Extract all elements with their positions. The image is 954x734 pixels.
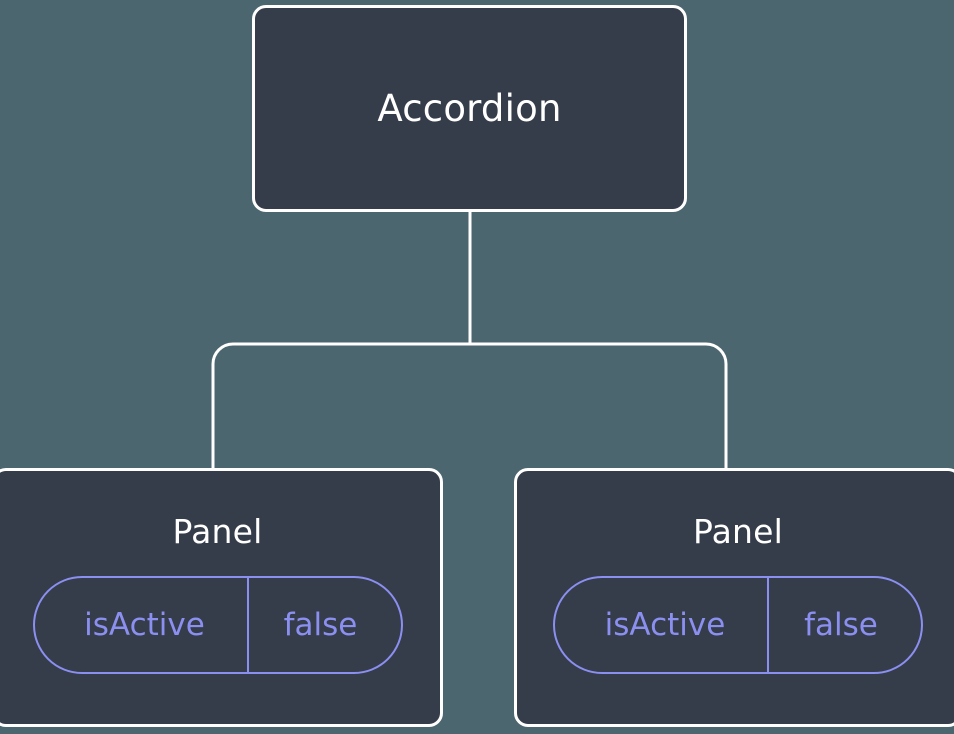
- node-panel-0-title: Panel: [172, 512, 263, 551]
- node-panel-0-state-value: false: [246, 578, 401, 672]
- node-panel-0-state-badge[interactable]: isActive false: [32, 576, 403, 674]
- node-panel-0-state-key: isActive: [84, 606, 205, 643]
- node-panel-1-title: Panel: [692, 512, 784, 551]
- node-panel-0[interactable]: Panel isActive false: [0, 468, 443, 727]
- edge-bus-to-panel-0: [211, 342, 470, 468]
- edge-bus-to-panel-1: [470, 342, 728, 468]
- node-panel-1-state-value: false: [767, 578, 921, 672]
- node-panel-1-state-badge[interactable]: isActive false: [553, 576, 923, 674]
- node-accordion-title: Accordion: [377, 87, 562, 130]
- node-panel-1-state-key: isActive: [604, 606, 726, 643]
- node-panel-1[interactable]: Panel isActive false: [514, 468, 954, 727]
- node-accordion[interactable]: Accordion: [252, 5, 687, 212]
